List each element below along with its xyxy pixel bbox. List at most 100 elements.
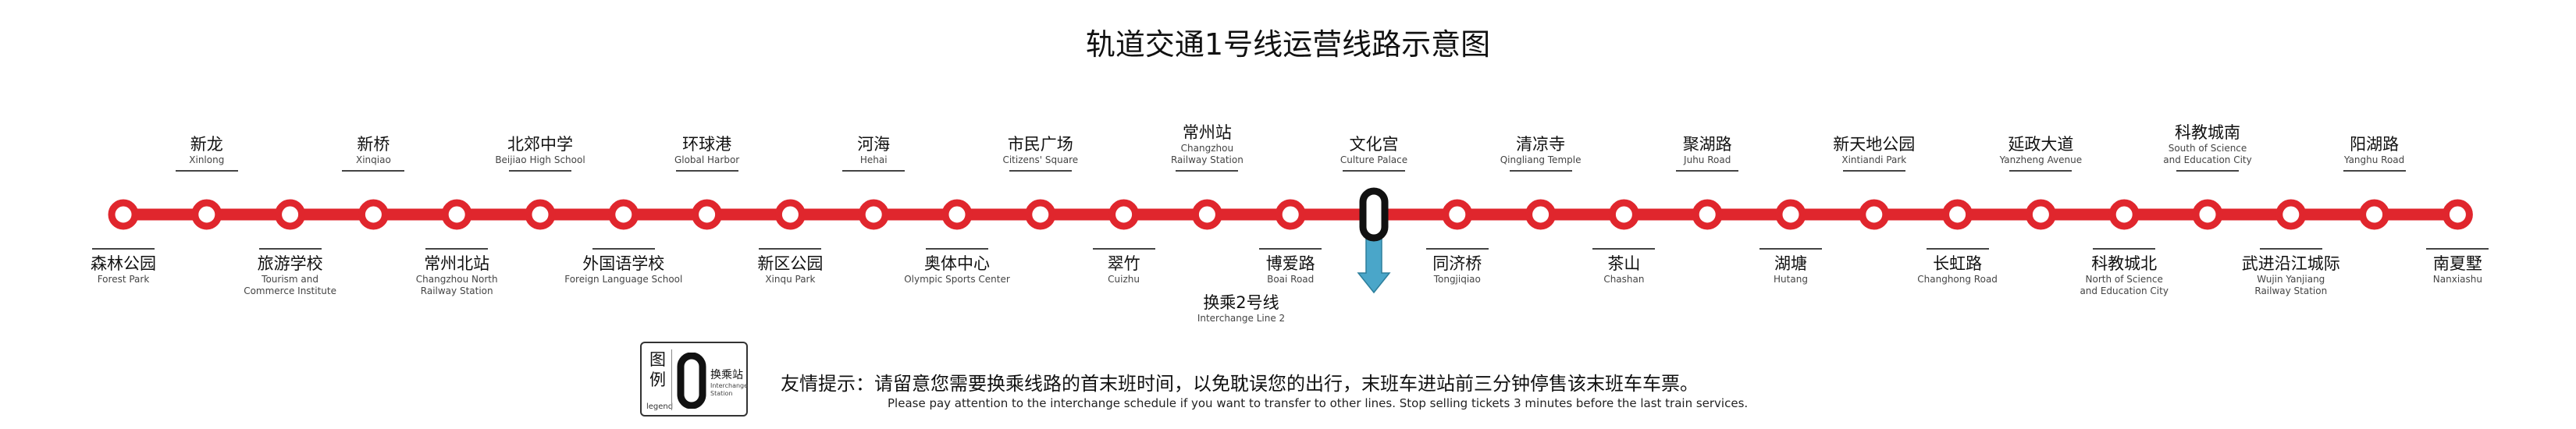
legend-title: 图例 (649, 350, 666, 389)
station-marker (1191, 199, 1222, 230)
label-tick (1092, 248, 1155, 250)
label-tick (509, 170, 571, 172)
station-name-zh: 森林公园 (91, 254, 156, 273)
station-name-zh: 文化宫 (1349, 135, 1399, 154)
legend-interchange-label: 换乘站 (710, 369, 743, 381)
station-name-zh: 旅游学校 (257, 254, 323, 273)
station-name-en: Hehai (859, 154, 888, 165)
station-name-zh: 茶山 (1607, 254, 1641, 273)
station-name-en: Boai Road (1267, 274, 1315, 285)
legend: 图例 legend 换乘站 Interchange Station (640, 342, 748, 417)
station-name-zh: 常州北站 (424, 254, 490, 273)
legend-subtitle: legend (646, 402, 674, 411)
label-tick (2259, 248, 2322, 250)
station-name-en: Citizens' Square (1002, 154, 1079, 165)
label-tick (2093, 248, 2156, 250)
label-tick (842, 170, 906, 172)
station-marker (191, 199, 222, 230)
label-tick (342, 170, 405, 172)
station-name-en: Qingliang Temple (1500, 154, 1582, 165)
station-name-zh: 长虹路 (1933, 254, 1983, 273)
station-marker (2108, 199, 2140, 230)
station-marker (1692, 199, 1723, 230)
station-name-en: Xinlong (189, 154, 225, 165)
station-name-zh: 清凉寺 (1516, 135, 1566, 154)
station-marker (1859, 199, 1890, 230)
station-name-zh: 新龙 (190, 135, 223, 154)
label-tick (2426, 248, 2489, 250)
station-name-en: Chashan (1603, 274, 1645, 285)
station-name-zh: 新天地公园 (1833, 135, 1916, 154)
station-marker (1525, 199, 1557, 230)
label-tick (1343, 170, 1405, 172)
station-name-zh: 环球港 (682, 135, 732, 154)
station-name-zh: 武进沿江城际 (2241, 254, 2340, 273)
interchange-station-marker (1359, 187, 1389, 242)
label-tick (1926, 248, 1989, 250)
legend-divider (671, 349, 672, 410)
station-name-en: Tongjiqiao (1433, 274, 1481, 285)
station-name-zh: 聚湖路 (1682, 135, 1732, 154)
station-marker (108, 199, 139, 230)
station-marker (692, 199, 723, 230)
station-name-zh: 科教城南 (2175, 123, 2240, 142)
station-marker (608, 199, 639, 230)
station-marker (1025, 199, 1056, 230)
station-marker (441, 199, 472, 230)
label-tick (1509, 170, 1572, 172)
station-name-zh: 新桥 (357, 135, 390, 154)
station-name-en: Beijiao High School (495, 154, 585, 165)
station-name-zh: 北郊中学 (507, 135, 573, 154)
station-name-en: Yanzheng Avenue (1999, 154, 2083, 165)
station-marker (941, 199, 973, 230)
station-marker (2025, 199, 2056, 230)
station-name-zh: 常州站 (1182, 123, 1232, 142)
label-tick (425, 248, 489, 250)
station-marker (1108, 199, 1140, 230)
notice-english: Please pay attention to the interchange … (888, 396, 1749, 410)
label-tick (675, 170, 738, 172)
station-name-en: Olympic Sports Center (904, 274, 1010, 285)
label-tick (1759, 248, 1822, 250)
station-name-en: Juhu Road (1684, 154, 1731, 165)
label-tick (1425, 248, 1489, 250)
transfer-note-en: Interchange Line 2 (1197, 313, 1286, 324)
station-marker (358, 199, 389, 230)
station-name-zh: 阳湖路 (2350, 135, 2400, 154)
label-tick (2009, 170, 2073, 172)
station-marker (275, 199, 306, 230)
station-name-zh: 同济桥 (1432, 254, 1482, 273)
notice-chinese: 友情提示：请留意您需要换乘线路的首末班时间，以免耽误您的出行，末班车进站前三分钟… (781, 373, 1699, 395)
station-name-zh: 科教城北 (2091, 254, 2158, 273)
label-tick (1009, 170, 1072, 172)
station-marker (1608, 199, 1639, 230)
label-tick (2343, 170, 2406, 172)
station-name-zh: 新区公园 (757, 254, 824, 273)
station-name-en: Xinqiao (355, 154, 391, 165)
